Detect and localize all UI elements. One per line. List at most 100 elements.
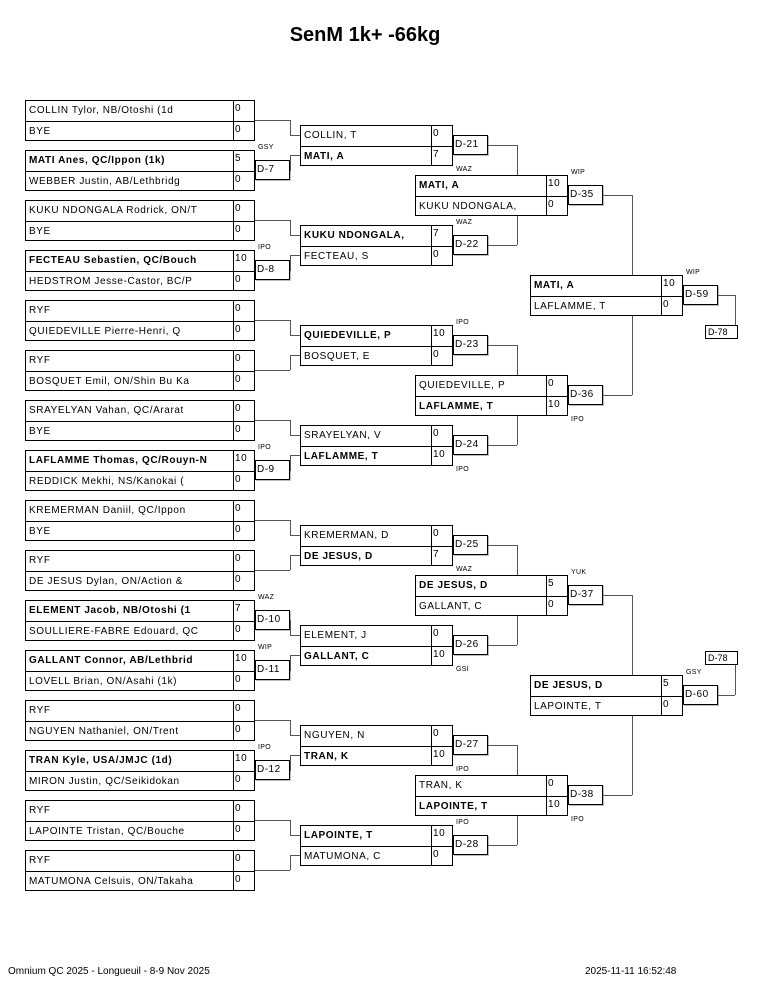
connector-line [290, 135, 300, 136]
decision-box[interactable]: D-60 [683, 685, 718, 705]
decision-box[interactable]: D-7 [255, 160, 290, 180]
connector-line [517, 745, 518, 775]
connector-line [290, 855, 300, 856]
competitor-score: 0 [546, 597, 567, 616]
connector-line [517, 545, 518, 575]
decision-box[interactable]: D-12 [255, 760, 290, 780]
decision-box[interactable]: D-8 [255, 260, 290, 280]
decision-box[interactable]: D-59 [683, 285, 718, 305]
decision-box[interactable]: D-25 [453, 535, 488, 555]
next-decision-box[interactable]: D-78 [705, 325, 738, 339]
connector-line [488, 545, 517, 546]
competitor-name: DE JESUS, D [304, 551, 373, 562]
connector-line [488, 845, 517, 846]
decision-box[interactable]: D-27 [453, 735, 488, 755]
win-type-label: IPO [258, 444, 271, 451]
decision-box[interactable]: D-36 [568, 385, 603, 405]
competitor-row[interactable]: DE JESUS Dylan, ON/Action &0 [26, 571, 254, 591]
decision-box[interactable]: D-23 [453, 335, 488, 355]
decision-box[interactable]: D-38 [568, 785, 603, 805]
competitor-row[interactable]: LOVELL Brian, ON/Asahi (1k)0 [26, 671, 254, 691]
decision-box[interactable]: D-28 [453, 835, 488, 855]
connector-line [290, 220, 291, 235]
connector-line [488, 245, 517, 246]
connector-line [517, 216, 518, 245]
connector-line [290, 335, 300, 336]
decision-box[interactable]: D-26 [453, 635, 488, 655]
competitor-row[interactable]: KUKU NDONGALA,0 [416, 196, 567, 216]
decision-box[interactable]: D-37 [568, 585, 603, 605]
decision-box[interactable]: D-21 [453, 135, 488, 155]
decision-box[interactable]: D-35 [568, 185, 603, 205]
decision-box[interactable]: D-11 [255, 660, 290, 680]
competitor-row[interactable]: KUKU NDONGALA,7 [301, 226, 452, 246]
competitor-name: LAPOINTE, T [304, 830, 373, 841]
competitor-row[interactable]: TRAN Kyle, USA/JMJC (1d)10 [26, 751, 254, 771]
decision-box[interactable]: D-24 [453, 435, 488, 455]
competitor-name: LAPOINTE Tristan, QC/Bouche [29, 826, 185, 837]
decision-box[interactable]: D-9 [255, 460, 290, 480]
decision-box[interactable]: D-10 [255, 610, 290, 630]
competitor-name: KUKU NDONGALA, [419, 201, 517, 212]
competitor-row[interactable]: REDDICK Mekhi, NS/Kanokai (0 [26, 471, 254, 491]
next-decision-box[interactable]: D-78 [705, 651, 738, 665]
win-type-label: WAZ [456, 566, 473, 573]
competitor-row[interactable]: MATI Anes, QC/Ippon (1k)5 [26, 151, 254, 171]
decision-box[interactable]: D-22 [453, 235, 488, 255]
